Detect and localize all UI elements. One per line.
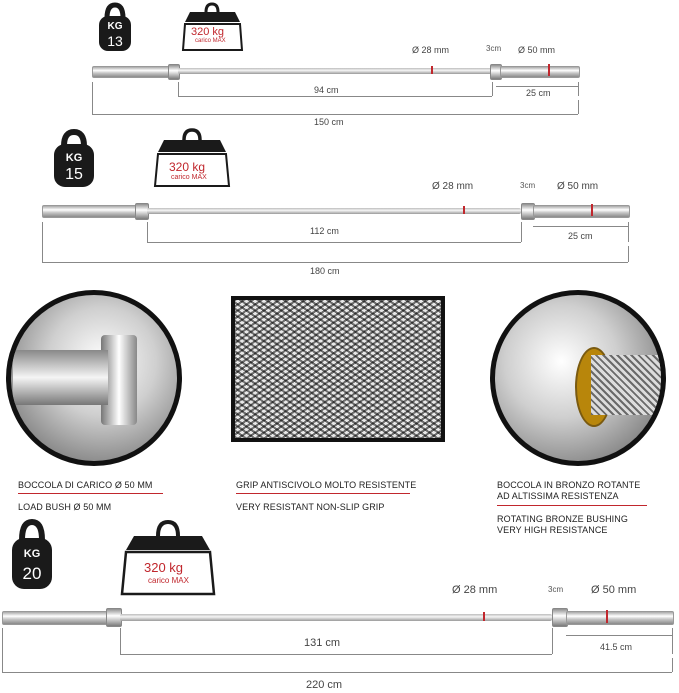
feature-title-en-2: VERY HIGH RESISTANCE (497, 525, 608, 535)
weight-unit: KG (107, 21, 123, 32)
weight-unit: KG (65, 152, 83, 164)
red-mark (483, 612, 485, 621)
red-mark (606, 610, 608, 623)
load-bush-closeup (6, 290, 182, 466)
sleeve-diameter: Ø 50 mm (591, 584, 637, 596)
sleeve-right (533, 205, 630, 218)
weight-value: 13 (107, 33, 123, 49)
sleeve-diameter: Ø 50 mm (557, 181, 599, 192)
red-mark (548, 64, 550, 76)
sleeve-left (92, 66, 172, 78)
sleeve-length: 41.5 cm (600, 642, 633, 652)
load-label: carico MAX (195, 38, 226, 44)
feature-title-en: LOAD BUSH Ø 50 MM (18, 502, 112, 512)
shaft (147, 208, 521, 214)
collar-width: 3cm (520, 181, 536, 190)
feature-title-it: BOCCOLA DI CARICO Ø 50 MM (18, 480, 153, 490)
sleeve-length: 25 cm (526, 88, 551, 98)
sleeve-left (42, 205, 139, 218)
load-label: carico MAX (148, 576, 189, 585)
collar-width: 3cm (486, 44, 502, 53)
total-length: 150 cm (314, 117, 344, 127)
load-capacity-icon (120, 520, 216, 596)
red-mark (431, 66, 433, 74)
weight-unit: KG (23, 548, 41, 560)
grip-diameter: Ø 28 mm (412, 45, 450, 55)
kettlebell-icon (54, 128, 94, 187)
sleeve-right (566, 611, 674, 625)
shaft-length: 131 cm (304, 637, 341, 649)
sleeve-diameter: Ø 50 mm (518, 45, 556, 55)
feature-title-it: GRIP ANTISCIVOLO MOLTO RESISTENTE (236, 480, 417, 490)
weight-value: 15 (65, 166, 83, 183)
grip-diameter: Ø 28 mm (432, 181, 474, 192)
red-mark (591, 204, 593, 216)
shaft-length: 112 cm (310, 226, 339, 236)
feature-title-it-1: BOCCOLA IN BRONZO ROTANTE (497, 480, 641, 490)
knurling-closeup (231, 296, 445, 442)
grip-diameter: Ø 28 mm (452, 584, 498, 596)
kettlebell-icon (12, 518, 52, 589)
sleeve-length: 25 cm (568, 231, 593, 241)
shaft (178, 68, 492, 74)
weight-value: 20 (22, 564, 42, 583)
sleeve-right (500, 66, 580, 78)
total-length: 220 cm (306, 679, 343, 691)
feature-title-en-1: ROTATING BRONZE BUSHING (497, 514, 628, 524)
load-capacity-icon (181, 2, 244, 51)
shaft-length: 94 cm (314, 85, 339, 95)
load-value: 320 kg (169, 160, 206, 174)
bushing-closeup (490, 290, 666, 466)
load-capacity-icon (153, 128, 231, 187)
kettlebell-icon (99, 2, 131, 51)
feature-title-en: VERY RESISTANT NON-SLIP GRIP (236, 502, 385, 512)
load-label: carico MAX (171, 174, 207, 181)
load-value: 320 kg (144, 560, 184, 575)
red-mark (463, 206, 465, 214)
load-value: 320 kg (191, 26, 225, 38)
sleeve-left (2, 611, 110, 625)
collar-width: 3cm (548, 585, 564, 594)
total-length: 180 cm (310, 266, 340, 276)
feature-title-it-2: AD ALTISSIMA RESISTENZA (497, 491, 619, 501)
shaft (120, 614, 552, 621)
